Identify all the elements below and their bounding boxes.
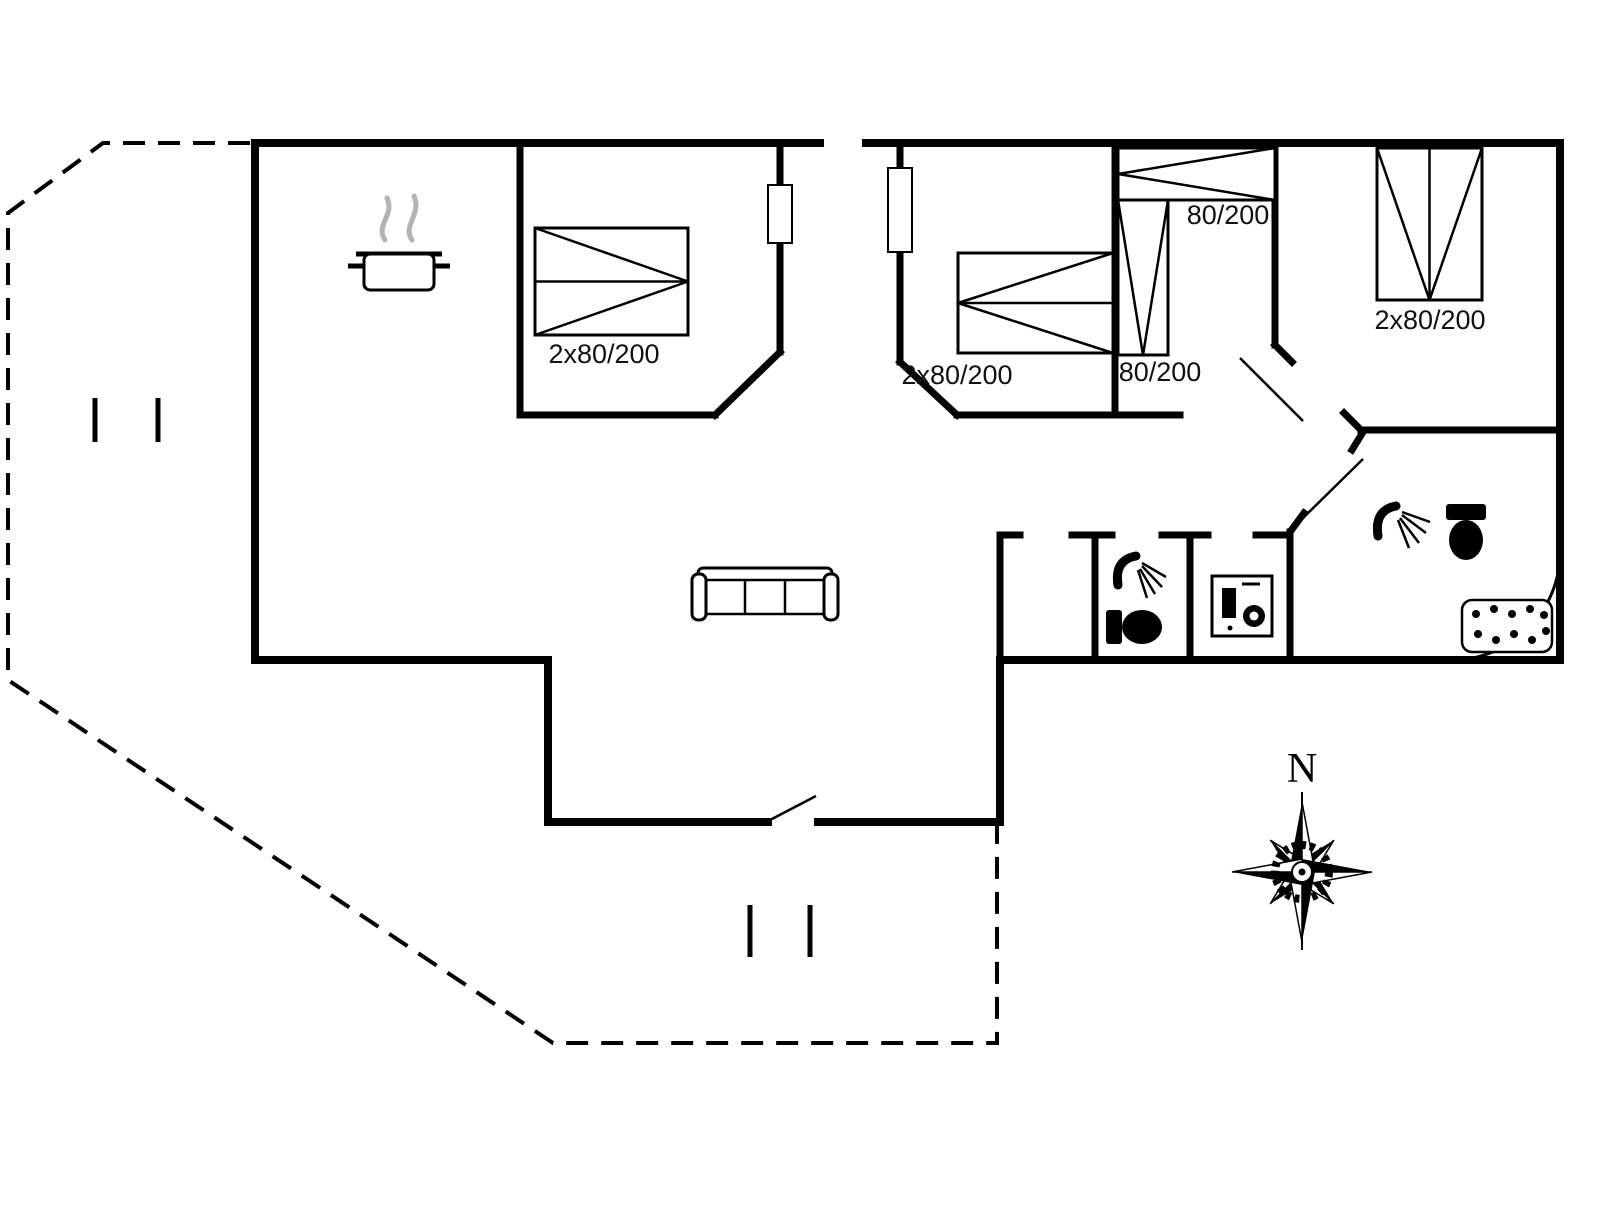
compass-icon: N	[1231, 746, 1373, 950]
sofa-icon	[690, 566, 840, 622]
bed-label-bedroom3-top: 80/200	[1187, 200, 1270, 230]
terrace-outline	[6, 141, 999, 1045]
shower-icon-main-bath	[1372, 501, 1431, 549]
terrace-door-leaf	[769, 794, 817, 822]
compass-north-label: N	[1287, 746, 1317, 792]
bedroom4-door-leaf	[1239, 357, 1304, 422]
terrace-gate-ticks-left	[92, 398, 161, 442]
interior-walls	[516, 139, 1564, 664]
bed-icon-bedroom3-top	[1116, 146, 1277, 202]
bathroom-door-leaf	[1302, 458, 1364, 519]
steam-icon	[379, 195, 392, 243]
shower-icon-small-bath	[1112, 551, 1167, 599]
exterior-walls	[251, 139, 1564, 826]
compass-cardinal-points	[1231, 801, 1373, 943]
terrace-gate-ticks-bottom	[747, 905, 813, 957]
bed-label-bedroom2: 2x80/200	[901, 360, 1012, 390]
bed-icon-bedroom1	[533, 226, 690, 337]
bed-label-bedroom4: 2x80/200	[1374, 305, 1485, 335]
cooking-pot-icon	[348, 193, 450, 292]
corner-bath-icon	[1451, 551, 1562, 662]
compass-gear-ring	[1271, 841, 1333, 903]
bed-labels: 2x80/200 2x80/200 80/200 80/200 2x80/200	[548, 200, 1485, 390]
bed-icon-bedroom4	[1375, 146, 1484, 302]
toilet-icon-small-bath	[1106, 610, 1162, 644]
bed-icon-bedroom2	[956, 251, 1115, 355]
bed-icon-bedroom3-side	[1116, 198, 1170, 357]
bed-label-bedroom3-side: 80/200	[1119, 357, 1202, 387]
bedroom2-door	[887, 167, 913, 253]
bedroom1-door	[767, 184, 793, 244]
laundry-icon	[1210, 574, 1274, 638]
toilet-icon-main-bath	[1446, 504, 1486, 560]
doors	[767, 167, 1364, 822]
bed-label-bedroom1: 2x80/200	[548, 339, 659, 369]
